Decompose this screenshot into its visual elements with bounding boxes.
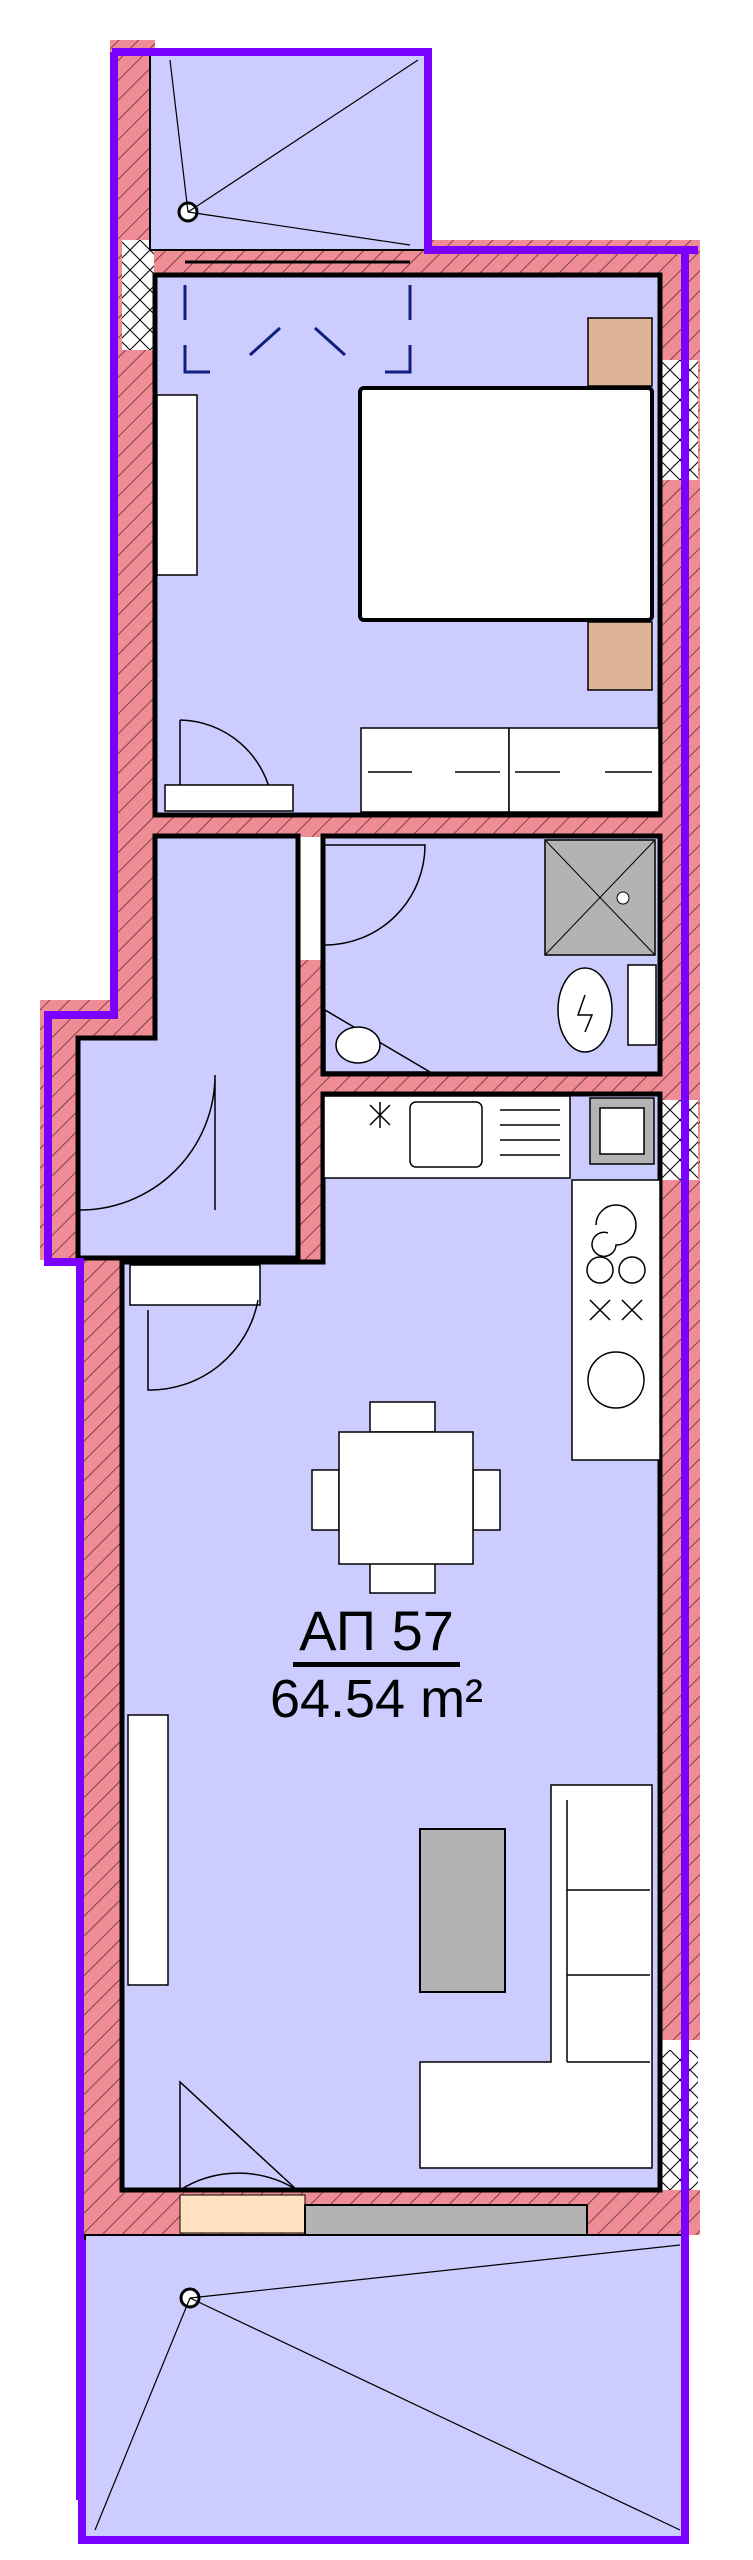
wardrobe (360, 727, 660, 813)
apartment-boundary (44, 48, 698, 2544)
doors[interactable] (79, 719, 426, 2192)
balcony-door[interactable] (183, 260, 412, 374)
rooms (75, 54, 686, 2541)
bottom-balcony (84, 2234, 686, 2541)
nightstand (587, 621, 653, 691)
bed-icon (358, 386, 654, 622)
apartment-area: 64.54 m² (269, 1669, 484, 1729)
nightstand (587, 317, 653, 387)
living-kitchen (119, 1091, 663, 2193)
entry-threshold (179, 2194, 306, 2234)
coffee-table (419, 1828, 506, 1993)
apartment-name-text: АП 57 (293, 1599, 460, 1667)
stove-icon (571, 1179, 661, 1461)
radiator (156, 394, 198, 576)
toilet-icon (557, 964, 657, 1053)
radiator (127, 1714, 169, 1986)
sofa-icon (419, 1784, 653, 2169)
radiator (129, 1264, 261, 1306)
kitchen-counter (323, 1095, 655, 1179)
dining-table-icon (311, 1401, 501, 1594)
sink-icon (324, 1008, 433, 1073)
drain-icon (94, 59, 681, 2531)
sliding-door[interactable] (304, 2204, 588, 2236)
apartment-name: АП 57 (0, 1598, 753, 1667)
shower-icon (544, 839, 656, 956)
